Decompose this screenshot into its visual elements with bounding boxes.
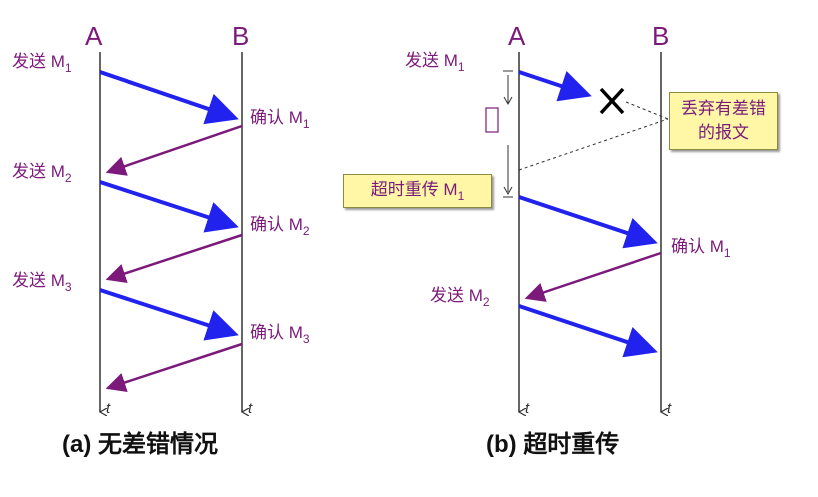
- time-label-a-right: t: [525, 400, 530, 417]
- discard-note-line-1: 丢弃有差错: [681, 99, 766, 118]
- data-arrow-m2-left: [99, 180, 239, 233]
- discard-note-pointer-2: [518, 118, 669, 171]
- ack-m3-label-left: 确认 M3: [250, 323, 310, 346]
- discard-note-line-2: 的报文: [698, 123, 749, 142]
- time-label-b-right: t: [667, 400, 672, 417]
- send-m1-label-right: 发送 M1: [405, 51, 465, 74]
- time-label-a-left: t: [106, 400, 111, 417]
- timeout-interval-bracket: [485, 70, 513, 198]
- node-a-label-right: A: [508, 21, 526, 51]
- ack-m1-label-right: 确认 M1: [671, 237, 731, 260]
- send-m2-label-left: 发送 M2: [12, 162, 72, 185]
- discard-note: 丢弃有差错 的报文: [669, 92, 778, 150]
- data-arrow-m3-left: [99, 288, 239, 341]
- ack-m1-label-left: 确认 M1: [250, 108, 310, 131]
- node-a-label-left: A: [85, 21, 103, 51]
- error-x-icon: [599, 87, 625, 115]
- ack-arrow-m1-right: [524, 251, 662, 302]
- caption-timeout-retransmit: (b) 超时重传: [486, 431, 619, 458]
- timeout-retransmit-note: 超时重传 M1: [343, 174, 492, 208]
- caption-no-error: (a) 无差错情况: [62, 430, 218, 458]
- node-b-label-right: B: [652, 21, 669, 51]
- node-b-label-left: B: [232, 21, 249, 51]
- timeout-retransmit-text: 超时重传 M: [370, 180, 458, 199]
- ack-m2-label-left: 确认 M2: [250, 215, 310, 238]
- send-m2-label-right: 发送 M2: [430, 286, 490, 309]
- lost-data-arrow-m1: [518, 70, 592, 102]
- time-label-b-left: t: [248, 400, 253, 417]
- data-arrow-m2-right: [518, 304, 658, 358]
- ack-arrow-m2-left: [105, 233, 243, 284]
- discard-note-pointer-1: [625, 101, 669, 120]
- ack-arrow-m3-left: [105, 342, 243, 393]
- retransmit-arrow-m1: [518, 195, 658, 249]
- ack-arrow-m1-left: [105, 124, 243, 176]
- timeout-retransmit-sub: 1: [457, 189, 465, 203]
- send-m3-label-left: 发送 M3: [12, 271, 72, 294]
- send-m1-label-left: 发送 M1: [12, 52, 72, 75]
- data-arrow-m1-left: [99, 70, 239, 125]
